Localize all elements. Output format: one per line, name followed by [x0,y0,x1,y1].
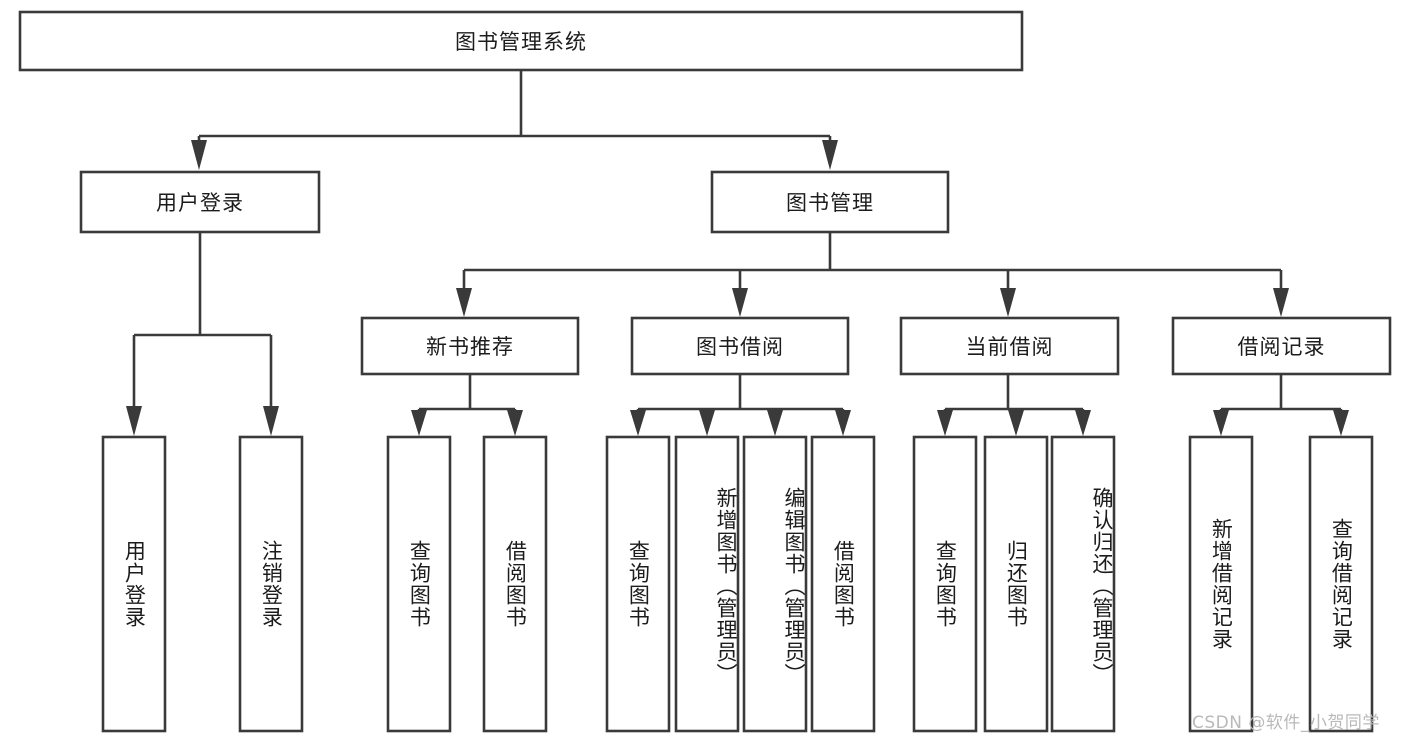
arrow-head-login-leaf-2 [263,406,279,436]
leaf-box-query-books-2[interactable] [605,435,671,733]
node-box-root[interactable] [18,10,1024,72]
leaf-box-edit-book-admin[interactable] [742,435,808,733]
arrow-head-bookborrow-leaf-4 [835,410,851,436]
arrow-head-bookborrow-leaf-1 [630,410,646,436]
node-box-new-book-recommend[interactable] [360,316,580,376]
leaf-box-confirm-return-admin[interactable] [1050,435,1116,733]
arrow-head-borrow-record [1273,288,1289,317]
arrow-head-borrowrecord-leaf-1 [1213,410,1229,436]
node-box-book-borrow[interactable] [630,316,850,376]
leaf-box-add-book-admin[interactable] [674,435,740,733]
leaf-box-query-borrow-record[interactable] [1308,435,1374,733]
arrow-head-currentborrow-leaf-2 [1008,410,1024,436]
node-box-book-management[interactable] [710,170,950,234]
leaf-box-user-login[interactable] [101,435,167,733]
arrow-head-to-bookmgmt [822,140,838,170]
watermark-text: CSDN @软件_小贺同学 [1192,713,1380,733]
arrow-head-currentborrow-leaf-3 [1075,410,1091,436]
arrow-head-login-leaf-1 [126,406,142,436]
arrow-head-currentborrow-leaf-1 [937,410,953,436]
arrow-head-new-book-rec [456,288,472,317]
arrow-head-book-borrow [732,288,748,317]
leaf-box-query-books-1[interactable] [386,435,452,733]
node-box-user-login[interactable] [79,170,321,234]
arrow-head-to-login [191,140,207,170]
leaf-box-query-books-3[interactable] [912,435,978,733]
node-box-borrow-record[interactable] [1171,316,1392,376]
arrow-head-bookborrow-leaf-3 [767,410,783,436]
arrow-head-current-borrow [1000,288,1016,317]
leaf-box-borrow-books-2[interactable] [810,435,876,733]
arrow-head-bookborrow-leaf-2 [699,410,715,436]
leaf-box-add-borrow-record[interactable] [1188,435,1254,733]
leaf-box-logout-login[interactable] [238,435,304,733]
arrow-head-newbook-leaf-2 [507,410,523,436]
node-box-current-borrow[interactable] [899,316,1120,376]
arrow-head-newbook-leaf-1 [411,410,427,436]
leaf-box-return-books[interactable] [983,435,1049,733]
arrow-head-borrowrecord-leaf-2 [1333,410,1349,436]
leaf-box-borrow-books-1[interactable] [482,435,548,733]
